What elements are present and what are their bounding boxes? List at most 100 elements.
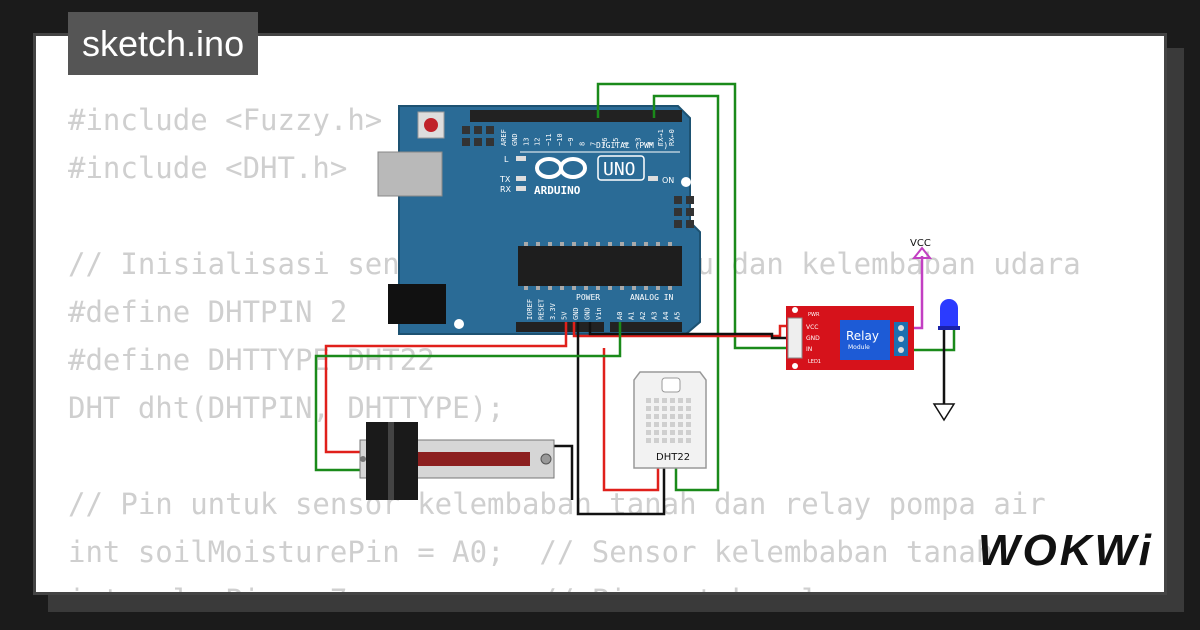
dht-vent bbox=[678, 430, 683, 435]
led-on bbox=[648, 176, 658, 181]
power-jack bbox=[388, 284, 446, 324]
arduino-logo-icon bbox=[535, 157, 587, 179]
digital-pin-label: ~6 bbox=[601, 138, 609, 146]
dht-vent bbox=[678, 422, 683, 427]
blue-led[interactable] bbox=[938, 299, 960, 330]
dht-vent bbox=[662, 414, 667, 419]
code-line: #define DHTTYPE DHT22 bbox=[68, 343, 435, 377]
wire-gnd-relay bbox=[588, 322, 787, 340]
wire-pin7-relay-in bbox=[596, 82, 787, 350]
led-on-label: ON bbox=[662, 176, 674, 185]
power-pin-label: IOREF bbox=[526, 299, 534, 320]
analog-header-label: ANALOG IN bbox=[630, 293, 674, 302]
code-line: int soilMoisturePin = A0; // Sensor kele… bbox=[68, 535, 994, 569]
dht-vent bbox=[670, 422, 675, 427]
wire-5v-pot bbox=[324, 322, 568, 454]
analog-pin-label: A4 bbox=[662, 312, 670, 320]
power-pin-label: 5V bbox=[561, 311, 569, 320]
led-rx-label: RX bbox=[500, 185, 512, 194]
dht-vent bbox=[654, 414, 659, 419]
slide-potentiometer[interactable] bbox=[359, 422, 555, 500]
dht-vent bbox=[670, 414, 675, 419]
relay-pin-label: VCC bbox=[806, 324, 818, 331]
dht22-sensor[interactable]: DHT22 bbox=[633, 371, 707, 469]
led-l-label: L bbox=[504, 155, 509, 164]
dht-vent bbox=[686, 430, 691, 435]
analog-pin-label: A2 bbox=[639, 312, 647, 320]
digital-pin-label: ~3 bbox=[634, 138, 642, 146]
dht-vent bbox=[670, 398, 675, 403]
relay-pin-label: IN bbox=[806, 346, 812, 353]
wires bbox=[314, 82, 956, 516]
vcc-label: VCC bbox=[910, 238, 931, 249]
wire-a0-pot bbox=[314, 322, 622, 472]
relay-title: Relay bbox=[846, 329, 879, 343]
dht-vent bbox=[670, 406, 675, 411]
wire-relay-led bbox=[908, 330, 956, 352]
relay-led-label: LED1 bbox=[808, 359, 821, 365]
digital-pin-label: 13 bbox=[522, 138, 530, 146]
dht-vent bbox=[662, 406, 667, 411]
dht-vent bbox=[662, 398, 667, 403]
wire-gnd-dht bbox=[576, 322, 666, 516]
ground-icon bbox=[932, 403, 956, 422]
file-tab[interactable]: sketch.ino bbox=[68, 12, 259, 75]
power-pin-label: Vin bbox=[595, 307, 603, 320]
dht-vent bbox=[654, 398, 659, 403]
power-pin-label: RESET bbox=[538, 298, 546, 320]
relay-pin-label: GND bbox=[806, 335, 820, 342]
wire-5v-dht bbox=[602, 348, 660, 492]
power-header bbox=[516, 322, 604, 332]
digital-pin-label: TX→1 bbox=[657, 129, 665, 146]
dht-vent bbox=[670, 430, 675, 435]
code-line: #include <DHT.h> bbox=[68, 151, 348, 185]
wire-pin2-dht bbox=[652, 94, 720, 492]
dht-label: DHT22 bbox=[656, 452, 690, 463]
digital-pin-label: 7 bbox=[590, 142, 598, 146]
relay-module[interactable]: Relay Module PWR LED1 VCC GND IN bbox=[786, 306, 914, 370]
power-pin-label: GND bbox=[572, 307, 580, 320]
dht-vent bbox=[654, 422, 659, 427]
model-label: UNO bbox=[603, 159, 636, 180]
digital-pin-label: GND bbox=[511, 133, 519, 146]
digital-pin-label: ~11 bbox=[545, 133, 553, 146]
digital-pin-label: ~10 bbox=[556, 133, 564, 146]
relay-pwr-label: PWR bbox=[808, 312, 820, 318]
power-pin-label: GND bbox=[584, 307, 592, 320]
digital-pin-label: AREF bbox=[500, 129, 508, 146]
analog-pin-label: A1 bbox=[628, 312, 636, 320]
dht-vent bbox=[646, 414, 651, 419]
digital-header-label: DIGITAL (PWM ~) bbox=[596, 141, 668, 150]
digital-pin-label: 8 bbox=[578, 142, 586, 146]
dht-vent bbox=[686, 414, 691, 419]
analog-pin-label: A3 bbox=[651, 312, 659, 320]
analog-pin-label: A0 bbox=[616, 312, 624, 320]
analog-header bbox=[610, 322, 682, 332]
dht-vent bbox=[686, 438, 691, 443]
brand-label: ARDUINO bbox=[534, 184, 581, 197]
atmega-chip bbox=[518, 246, 682, 286]
code-line: int relayPin = 7; // Pin untuk relay bbox=[68, 576, 1132, 592]
dht-vent bbox=[662, 438, 667, 443]
wire-gnd-pot bbox=[552, 444, 574, 500]
dht-vent bbox=[686, 406, 691, 411]
dht-vent bbox=[654, 438, 659, 443]
led-l bbox=[516, 156, 526, 161]
code-line: // Pin untuk sensor kelembaban tanah dan… bbox=[68, 487, 1046, 521]
digital-pin-label: ~5 bbox=[612, 138, 620, 146]
digital-header bbox=[470, 110, 682, 122]
vcc-symbol: VCC bbox=[910, 238, 933, 259]
power-pin-label: 3.3V bbox=[549, 302, 557, 320]
dht-vent bbox=[678, 414, 683, 419]
wokwi-logo: WOKWi bbox=[978, 526, 1154, 575]
relay-subtitle: Module bbox=[848, 344, 870, 351]
usb-port bbox=[377, 151, 443, 197]
dht-vent bbox=[646, 398, 651, 403]
wire-5v-relay bbox=[572, 322, 787, 338]
dht-vent bbox=[646, 438, 651, 443]
code-line: DHT dht(DHTPIN, DHTTYPE); bbox=[68, 391, 505, 425]
dht-vent bbox=[670, 438, 675, 443]
digital-pin-label: RX←0 bbox=[668, 129, 676, 146]
